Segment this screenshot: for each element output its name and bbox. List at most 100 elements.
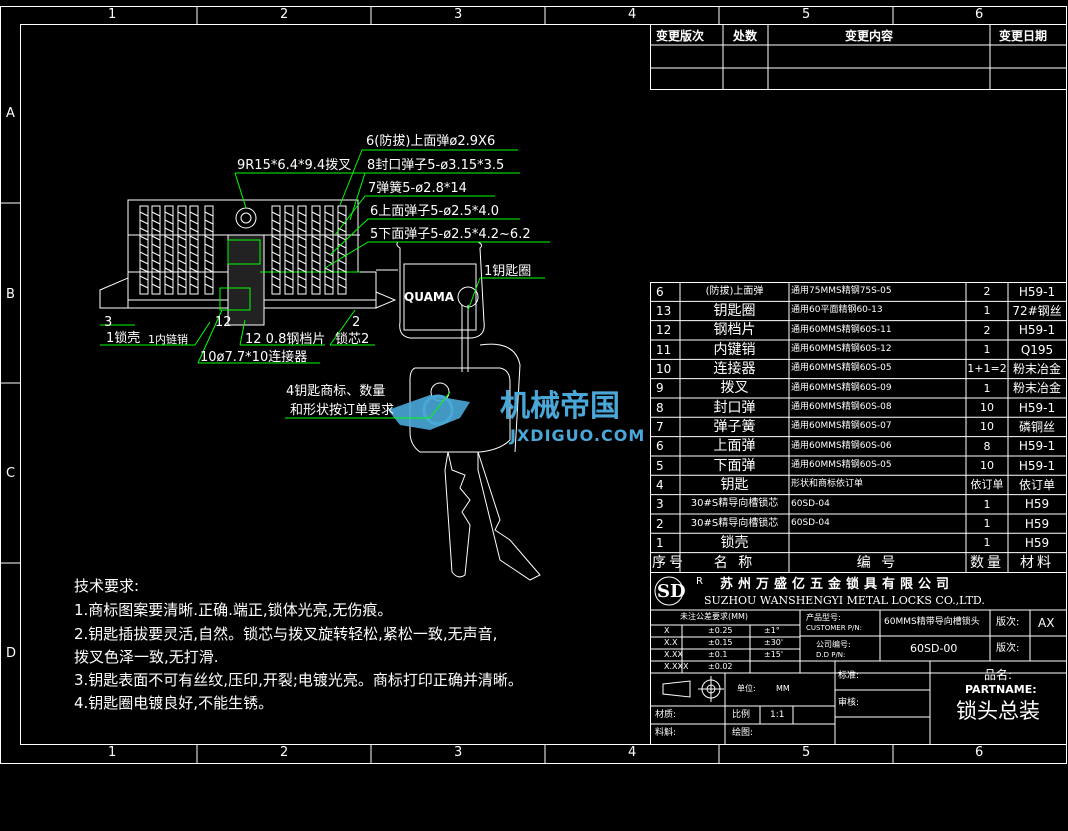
tolerance-cell-c: ±1° bbox=[764, 626, 780, 635]
spring-coil bbox=[177, 227, 187, 233]
spring-coil bbox=[151, 251, 161, 257]
bom-header-qty: 数量 bbox=[970, 554, 1004, 571]
spring-coil bbox=[177, 283, 187, 289]
bom-cell-qty: 1 bbox=[983, 536, 991, 550]
spring-coil bbox=[164, 267, 174, 273]
bom-cell-name: 下面弹 bbox=[713, 457, 756, 474]
watermark-text-en: JXDIGUO.COM bbox=[510, 426, 646, 445]
company-code-label: 公司编号: bbox=[816, 640, 851, 649]
spring-coil bbox=[139, 243, 149, 249]
spring-coil bbox=[284, 267, 294, 273]
spring-coil bbox=[284, 259, 294, 265]
product-label-en: CUSTOMER P/N: bbox=[806, 624, 862, 632]
spring-coil bbox=[139, 227, 149, 233]
callout-4-key-shape: 和形状按订单要求 bbox=[290, 403, 395, 418]
partname-value: 锁头总装 bbox=[956, 699, 1040, 723]
tolerance-cell-b: ±0.1 bbox=[708, 650, 728, 659]
callout-8-seal-pin: 8封口弹子5-ø3.15*3.5 bbox=[367, 158, 505, 173]
grid-col-label: 6 bbox=[975, 7, 984, 22]
bom-cell-qty: 1 bbox=[983, 497, 991, 511]
bom-cell-code: 通用60MMS精钢60S-11 bbox=[791, 324, 892, 335]
spring-coil bbox=[164, 283, 174, 289]
spring-coil bbox=[204, 259, 214, 265]
callout-12-steel-plate: 12 0.8钢档片 bbox=[245, 332, 326, 347]
callout-6-anti-pull-pin: 6(防拔)上面弹ø2.9X6 bbox=[366, 134, 496, 149]
spring-coil bbox=[151, 227, 161, 233]
spring-coil bbox=[139, 267, 149, 273]
bom-cell-qty: 10 bbox=[980, 401, 994, 415]
spring-coil bbox=[177, 219, 187, 225]
bom-cell-no: 6 bbox=[656, 439, 664, 454]
spring-coil bbox=[177, 243, 187, 249]
bom-cell-name: 拨叉 bbox=[720, 380, 749, 397]
bom-cell-no: 13 bbox=[656, 303, 672, 318]
pin-stack bbox=[151, 205, 161, 295]
draw-label: 绘图: bbox=[732, 728, 754, 738]
spring-coil bbox=[337, 211, 347, 217]
unit-value: MM bbox=[776, 684, 790, 693]
spring-coil bbox=[311, 227, 321, 233]
spring-coil bbox=[337, 235, 347, 241]
grid-col-label: 5 bbox=[802, 7, 811, 22]
grid-col-label: 2 bbox=[280, 7, 289, 22]
tolerance-cell-b: ±0.25 bbox=[708, 626, 733, 635]
spring-coil bbox=[284, 227, 294, 233]
spring-coil bbox=[164, 219, 174, 225]
material-label: 材质: bbox=[655, 710, 677, 720]
bom-cell-name: 钢档片 bbox=[713, 322, 756, 339]
review-label: 审核: bbox=[838, 698, 860, 708]
grid-col-label: 1 bbox=[108, 745, 117, 760]
pin-stack bbox=[139, 205, 149, 295]
spring-coil bbox=[311, 211, 321, 217]
spring-coil bbox=[297, 259, 307, 265]
callout-6-top-pin: 6上面弹子5-ø2.5*4.0 bbox=[370, 204, 500, 219]
spring-coil bbox=[324, 235, 334, 241]
bom-cell-mat: 粉末冶金 bbox=[1012, 361, 1061, 376]
bom-header-no: 序号 bbox=[652, 554, 686, 571]
spring-coil bbox=[271, 259, 281, 265]
pin-stack bbox=[324, 205, 334, 295]
bom-cell-mat: 依订单 bbox=[1018, 477, 1055, 492]
spring-coil bbox=[164, 227, 174, 233]
bom-header-code: 编 号 bbox=[856, 554, 899, 571]
tolerance-cell-b: ±0.15 bbox=[708, 638, 733, 647]
pin-stack bbox=[297, 205, 307, 295]
spring-coil bbox=[337, 259, 347, 265]
callout-9-fork: 9R15*6.4*9.4拨叉 bbox=[237, 158, 352, 173]
tolerance-cell-c: ±15' bbox=[764, 650, 784, 659]
company-name-cn: 苏州万盛亿五金锁具有限公司 bbox=[720, 577, 955, 592]
spring-coil bbox=[177, 275, 187, 281]
spring-coil bbox=[189, 259, 199, 265]
callout-12: 12 bbox=[215, 315, 232, 330]
spring-coil bbox=[337, 283, 347, 289]
spring-coil bbox=[337, 275, 347, 281]
spring-coil bbox=[204, 251, 214, 257]
spring-coil bbox=[139, 283, 149, 289]
version-value: AX bbox=[1038, 616, 1055, 630]
tolerance-cell-b: ±0.02 bbox=[708, 662, 733, 671]
bom-cell-code: 形状和商标依订单 bbox=[791, 479, 864, 490]
spring-coil bbox=[297, 243, 307, 249]
spring-coil bbox=[337, 219, 347, 225]
bom-cell-name: 30#S精导向槽锁芯 bbox=[690, 498, 779, 510]
spring-coil bbox=[311, 275, 321, 281]
requirements-line: 4.钥匙圈电镀良好,不能生锈。 bbox=[74, 694, 274, 712]
tolerance-title: 未注公差要求(MM) bbox=[680, 612, 749, 621]
partname-label-cn: 品名: bbox=[984, 668, 1013, 682]
spring-coil bbox=[189, 251, 199, 257]
grid-col-label: 2 bbox=[280, 745, 289, 760]
tolerance-cell-a: X.XX bbox=[664, 650, 683, 659]
revision-header-version: 变更版次 bbox=[656, 29, 705, 43]
bom-cell-qty: 2 bbox=[983, 323, 991, 337]
bom-cell-no: 4 bbox=[656, 477, 664, 492]
spring-coil bbox=[324, 211, 334, 217]
spring-coil bbox=[164, 259, 174, 265]
product-label: 产品型号: bbox=[806, 613, 841, 622]
bom-cell-qty: 10 bbox=[980, 459, 994, 473]
callout-10-connector: 10ø7.7*10连接器 bbox=[200, 350, 308, 365]
bom-cell-qty: 1 bbox=[983, 343, 991, 357]
spring-coil bbox=[284, 219, 294, 225]
bom-cell-code: 通用60MMS精钢60S-12 bbox=[791, 344, 892, 355]
bom-cell-mat: H59 bbox=[1024, 516, 1050, 531]
